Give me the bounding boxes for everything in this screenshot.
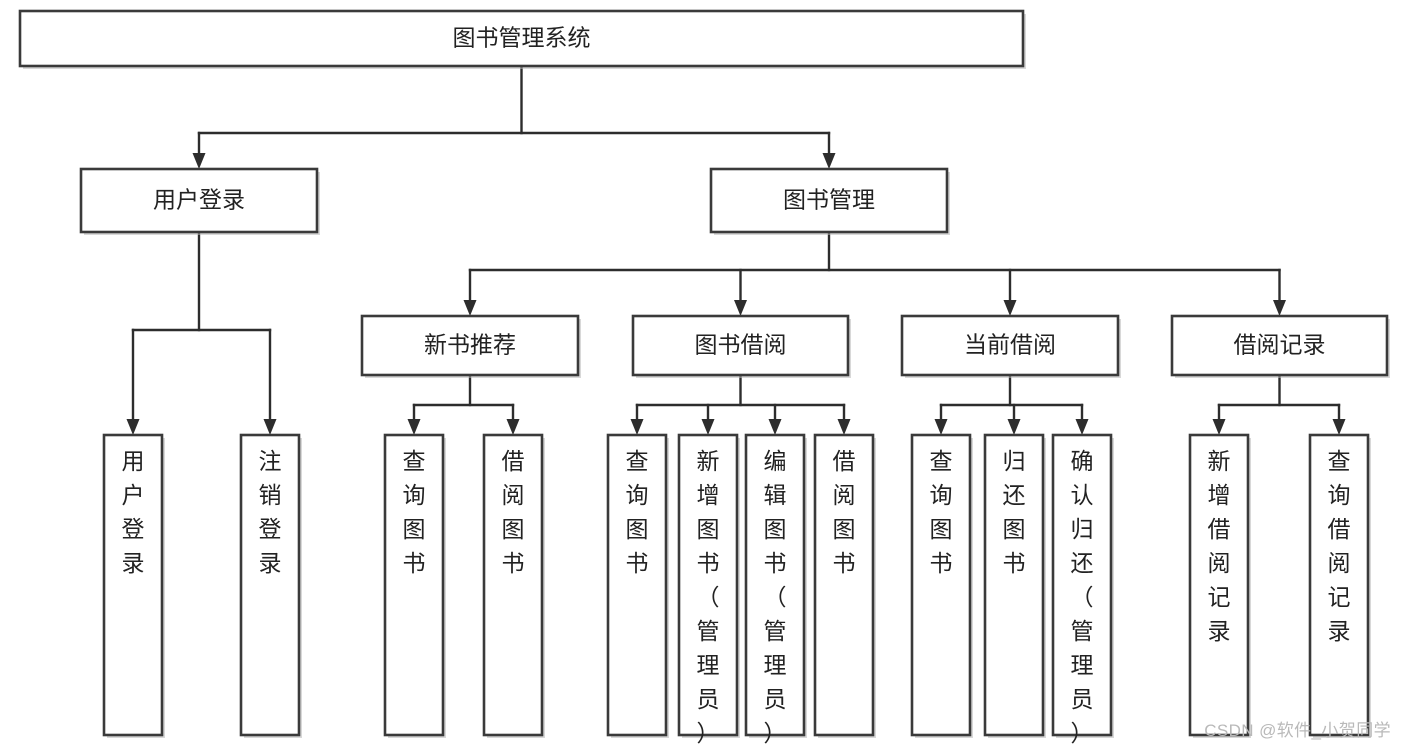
node-l-add-borrow-record[interactable]: 新增借阅记录 <box>1188 433 1251 738</box>
node-label: 借阅记录 <box>1234 332 1326 358</box>
node-n-user-login[interactable]: 用户登录 <box>79 167 320 235</box>
arrow-head-icon <box>407 419 421 435</box>
node-box <box>813 433 875 737</box>
node-n-book-borrow[interactable]: 图书借阅 <box>631 314 851 378</box>
node-label: 查询图书 <box>626 448 649 576</box>
node-l-edit-book-admin[interactable]: 编辑图书（管理员） <box>744 433 807 746</box>
node-box <box>631 314 850 377</box>
arrow-head-icon <box>768 419 782 435</box>
node-l-query-borrow-record[interactable]: 查询借阅记录 <box>1308 433 1371 738</box>
node-box <box>910 433 972 737</box>
node-label: 用户登录 <box>122 448 145 576</box>
node-l-add-book-admin[interactable]: 新增图书（管理员） <box>677 433 740 746</box>
arrow-head-icon <box>934 419 948 435</box>
node-n-borrow-record[interactable]: 借阅记录 <box>1170 314 1390 378</box>
node-box <box>18 9 1025 68</box>
arrow-head-icon <box>1273 300 1286 316</box>
arrow-head-icon <box>192 153 206 169</box>
node-label: 查询借阅记录 <box>1328 448 1351 644</box>
node-l-return-book[interactable]: 归还图书 <box>983 433 1046 738</box>
node-n-current-borrow[interactable]: 当前借阅 <box>900 314 1121 378</box>
node-l-query-book-rec[interactable]: 查询图书 <box>383 433 446 738</box>
node-box <box>79 167 319 234</box>
arrow-head-icon <box>1003 300 1017 316</box>
node-l-borrow-book-rec[interactable]: 借阅图书 <box>482 433 545 738</box>
arrow-head-icon <box>1212 419 1226 435</box>
node-box <box>677 433 739 737</box>
node-box <box>1170 314 1389 377</box>
node-label: 查询图书 <box>403 448 426 576</box>
node-label: 用户登录 <box>153 187 245 213</box>
node-label: 归还图书 <box>1003 448 1026 576</box>
node-label: 查询图书 <box>930 448 953 576</box>
arrow-head-icon <box>263 419 277 435</box>
node-label: 新书推荐 <box>424 332 516 358</box>
node-box <box>1308 433 1370 737</box>
node-l-query-book-current[interactable]: 查询图书 <box>910 433 973 738</box>
node-box <box>1051 433 1113 737</box>
node-label: 新增借阅记录 <box>1208 448 1231 644</box>
node-label: 图书管理系统 <box>453 25 591 51</box>
node-box <box>482 433 544 737</box>
node-label: 图书管理 <box>783 187 875 213</box>
node-box <box>606 433 668 737</box>
node-box <box>239 433 301 737</box>
node-label: 当前借阅 <box>964 332 1056 358</box>
node-label: 图书借阅 <box>695 332 787 358</box>
arrow-head-icon <box>734 300 747 316</box>
arrow-head-icon <box>837 419 851 435</box>
node-label: 确认归还（管理员） <box>1071 448 1094 746</box>
node-l-user-logout[interactable]: 注销登录 <box>239 433 302 738</box>
node-label: 注销登录 <box>259 448 282 576</box>
node-layer: 图书管理系统用户登录图书管理新书推荐图书借阅当前借阅借阅记录用户登录注销登录查询… <box>18 9 1390 746</box>
arrow-head-icon <box>1007 419 1021 435</box>
node-label: 新增图书（管理员） <box>697 448 720 746</box>
node-l-borrow-book[interactable]: 借阅图书 <box>813 433 876 738</box>
node-box <box>744 433 806 737</box>
arrow-head-icon <box>630 419 644 435</box>
node-l-confirm-return-admin[interactable]: 确认归还（管理员） <box>1051 433 1114 746</box>
node-box <box>360 314 580 377</box>
node-n-book-manage[interactable]: 图书管理 <box>709 167 950 235</box>
arrow-head-icon <box>701 419 715 435</box>
node-box <box>983 433 1045 737</box>
node-box <box>102 433 164 737</box>
node-box <box>1188 433 1250 737</box>
node-root[interactable]: 图书管理系统 <box>18 9 1026 69</box>
arrow-head-icon <box>126 419 140 435</box>
node-box <box>900 314 1120 377</box>
node-n-new-book-rec[interactable]: 新书推荐 <box>360 314 581 378</box>
connector-layer <box>126 64 1346 435</box>
node-label: 借阅图书 <box>502 448 525 576</box>
arrow-head-icon <box>463 300 477 316</box>
node-l-query-book-borrow[interactable]: 查询图书 <box>606 433 669 738</box>
arrow-head-icon <box>822 153 836 169</box>
node-label: 借阅图书 <box>833 448 856 576</box>
node-box <box>709 167 949 234</box>
arrow-head-icon <box>506 419 520 435</box>
node-l-user-login[interactable]: 用户登录 <box>102 433 165 738</box>
arrow-head-icon <box>1332 419 1346 435</box>
arrow-head-icon <box>1075 419 1089 435</box>
node-box <box>383 433 445 737</box>
node-label: 编辑图书（管理员） <box>764 448 787 746</box>
